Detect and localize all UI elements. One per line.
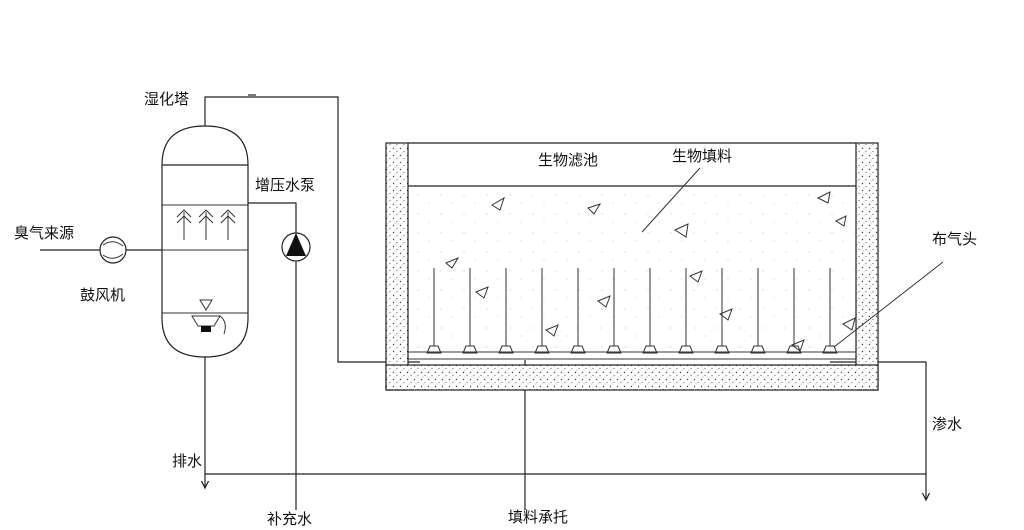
label-drain: 排水 [172, 452, 202, 470]
diffuser-head-icon [462, 268, 478, 354]
diffuser-head-icon [642, 268, 658, 354]
label-blower: 鼓风机 [80, 286, 125, 304]
label-odor-source: 臭气来源 [14, 224, 74, 242]
blower-fan-icon[interactable] [99, 236, 127, 264]
diffuser-head-icon [606, 268, 622, 354]
label-biofilter: 生物滤池 [538, 151, 598, 169]
piping [40, 94, 926, 510]
diffuser-head-icon [426, 268, 442, 354]
pump-symbol-icon[interactable] [281, 232, 311, 262]
diffuser-head-icon [786, 268, 802, 354]
label-bio-packing: 生物填料 [672, 147, 732, 165]
air-diffusers [426, 268, 838, 354]
leader-lines [641, 167, 944, 348]
spray-arrows-icon [176, 209, 236, 240]
label-leachate: 渗水 [932, 415, 962, 433]
spray-nozzle-icon [191, 299, 226, 335]
humidifier-tower [161, 125, 249, 358]
label-air-diffuser: 布气头 [932, 230, 977, 248]
diffuser-head-icon [570, 268, 586, 354]
label-makeup-water: 补充水 [267, 510, 312, 528]
biofilter-tank [385, 142, 879, 391]
diffuser-head-icon [498, 268, 514, 354]
bio-packing-media [445, 191, 856, 352]
diffuser-head-icon [678, 268, 694, 354]
diffuser-head-icon [822, 268, 838, 354]
label-booster-pump: 增压水泵 [255, 176, 315, 194]
diffuser-head-icon [750, 268, 766, 354]
diffuser-head-icon [714, 268, 730, 354]
diffuser-head-icon [534, 268, 550, 354]
label-humidifier-tower: 湿化塔 [144, 90, 189, 108]
label-packing-support: 填料承托 [508, 508, 568, 526]
